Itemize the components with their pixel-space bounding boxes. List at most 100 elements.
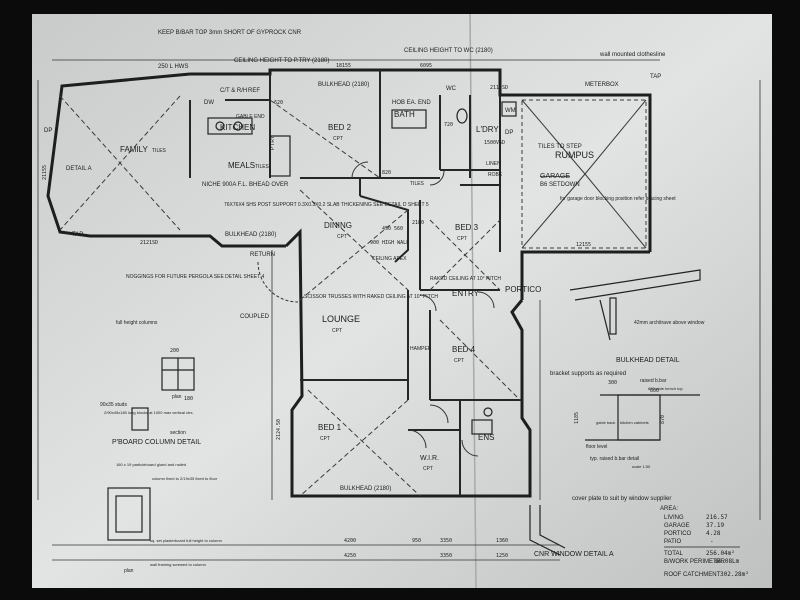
dim-top1: 18155 (336, 63, 351, 69)
area-label-patio: PATIO (664, 539, 681, 545)
abbr-dp-left: DP (44, 128, 52, 134)
note-ceiling-apex: CEILING APEX (372, 256, 407, 262)
note-meterbox: METERBOX (585, 82, 619, 88)
detail-floor-level: floor level (586, 444, 607, 450)
note-steel: 76X76X4 SHS POST SUPPORT 0.3X0.3X0.2 SLA… (224, 202, 429, 208)
detail-kitchen-cab: kitchen cabinets (620, 420, 649, 425)
dim-d8: 450 560 (382, 226, 403, 232)
note-return: RETURN (250, 252, 275, 258)
note-niche: NICHE 900A F.L. BHEAD OVER (202, 182, 289, 188)
room-entry: ENTRY (452, 289, 480, 298)
room-dining-finish: CPT (337, 234, 347, 240)
dim-bottom4: 3350 (440, 538, 452, 544)
note-tap-left: TAP (72, 232, 83, 238)
detail-plan-2: plan (124, 568, 134, 574)
dim-bottom2: 4250 (344, 553, 356, 559)
note-scissor: SCISSOR TRUSSES WITH RAKED CEILING AT 10… (304, 294, 438, 300)
area-title: AREA: (660, 506, 678, 512)
area-perimeter-value: 84.08Lm (714, 558, 740, 565)
room-bed1: BED 1 (318, 423, 342, 432)
room-ldry: L'DRY (476, 125, 499, 134)
note-ceiling-height-b: CEILING HEIGHT TO WC (2180) (404, 48, 493, 54)
abbr-ref: REF (248, 88, 260, 94)
detail-framing: wall framing screwed to column (150, 562, 206, 567)
dim-d2: 1500VSD (484, 140, 505, 146)
note-tiles-to-step: TILES TO STEP (538, 144, 582, 150)
detail-plasterboard: sq. set plasterboard full height to colu… (150, 538, 222, 543)
note-window-cover: cover plate to suit by window supplier (572, 496, 671, 502)
room-rumpus: RUMPUS (555, 150, 594, 160)
dim-s2: 180 (184, 396, 193, 402)
area-roof-value: 302.28m² (720, 571, 749, 578)
room-robe: ROBE (488, 172, 503, 178)
dim-d1: 2121SD (140, 240, 158, 246)
detail-blocks: 2/90x45x180 long blocks at 1000 max vert… (104, 410, 194, 415)
room-kitchen: KITCHEN (220, 123, 255, 132)
detail-raised: raised b.bar (640, 378, 667, 384)
abbr-dp-right: DP (505, 130, 513, 136)
note-ceiling-height-a: CEILING HEIGHT TO P.TRY (2180) (234, 58, 329, 64)
dim-bottom7: 1250 (496, 553, 508, 559)
detail-gable: gable back (596, 420, 615, 425)
note-raked: RAKED CEILING AT 10° PITCH (430, 276, 501, 282)
note-garage: for garage door blocking position refer … (560, 196, 676, 202)
room-bed4: BED 4 (452, 345, 476, 354)
detail-typ: typ. raised b.bar detail (590, 456, 639, 462)
room-wc: WC (446, 86, 457, 92)
room-bath: BATH (394, 110, 415, 119)
area-label-portico: PORTICO (664, 531, 692, 537)
room-bed2: BED 2 (328, 123, 352, 132)
dim-s4: 600 (650, 388, 659, 394)
dim-top3: 2115SD (490, 85, 508, 91)
area-roof-label: ROOF CATCHMENT (664, 572, 721, 578)
detail-bench: 600 wide bench top (648, 386, 683, 391)
dim-v1: 21155 (42, 165, 48, 180)
note-hws: 250 L HWS (158, 64, 188, 70)
title-column-detail: P'BOARD COLUMN DETAIL (112, 439, 201, 446)
dim-bottom6: 1360 (496, 538, 508, 544)
area-total-value: 256.04m² (706, 550, 735, 557)
room-family: FAMILY (120, 145, 149, 154)
room-bed4-finish: CPT (454, 358, 464, 364)
detail-fixed: column fixed to 2/19x35 fixed to floor (152, 476, 218, 481)
detail-section: section (170, 430, 186, 436)
room-lounge: LOUNGE (322, 314, 360, 324)
room-bed3-finish: CPT (457, 236, 467, 242)
room-portico: PORTICO (505, 285, 541, 294)
dim-s3: 300 (608, 380, 617, 386)
detail-particle: 160 x 19 particleboard glued and nailed (116, 462, 186, 467)
window-detail-drawing (529, 505, 566, 556)
column-detail-drawing (107, 357, 195, 541)
dim-bottom3: 950 (412, 538, 421, 544)
dim-d5: 620 (274, 100, 283, 106)
note-noggings: NOGGINGS FOR FUTURE PERGOLA SEE DETAIL S… (126, 274, 264, 280)
area-label-garage: GARAGE (664, 523, 690, 529)
interior-walls (189, 70, 522, 496)
detail-plan-1: plan (172, 394, 182, 400)
dim-d6: 2180 (412, 220, 424, 226)
note-setdown: B6 SETDOWN (540, 182, 580, 188)
dim-d7: 900 HIGH WALL (370, 240, 409, 246)
dim-d3: 12155 (576, 242, 591, 248)
room-ens: ENS (478, 433, 494, 442)
note-bulkhead-2180-left: BULKHEAD (2180) (225, 232, 276, 238)
area-perimeter-label: B/WORK PERIMETER (664, 559, 726, 565)
room-bed3: BED 3 (455, 223, 479, 232)
abbr-ct: C/T & R/H (220, 88, 247, 94)
room-pantry: P'TRY (270, 135, 276, 150)
note-detail-a: DETAIL A (66, 166, 92, 172)
area-value-living: 216.57 (706, 514, 728, 521)
dim-bottom1: 4200 (344, 538, 356, 544)
room-meals: MEALS (228, 161, 255, 170)
bulkhead-detail-drawing (569, 269, 701, 441)
room-wir: W.I.R. (420, 455, 439, 462)
room-meals-finish: TILES (255, 164, 270, 170)
dim-d4: 820 (382, 170, 391, 176)
dim-top2: 6095 (420, 63, 432, 69)
detail-full-height: full height columns (116, 320, 158, 326)
note-hob: HOB EA. END (392, 100, 431, 106)
room-bed1-finish: CPT (320, 436, 330, 442)
area-label-living: LIVING (664, 515, 684, 521)
ceiling-lines (59, 95, 521, 497)
